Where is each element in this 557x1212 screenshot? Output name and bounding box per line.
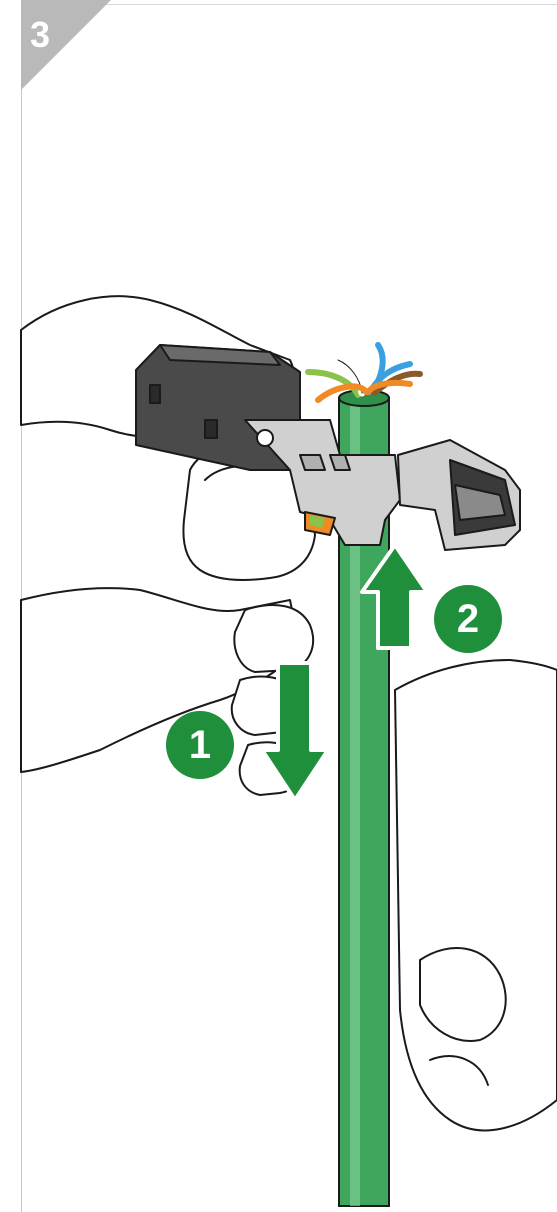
step-number: 3 <box>30 10 70 60</box>
right-hand-illustration <box>395 660 557 1130</box>
step-badge-1: 1 <box>166 711 234 779</box>
wire-pairs-illustration <box>308 345 420 400</box>
step-badge-2: 2 <box>434 585 502 653</box>
